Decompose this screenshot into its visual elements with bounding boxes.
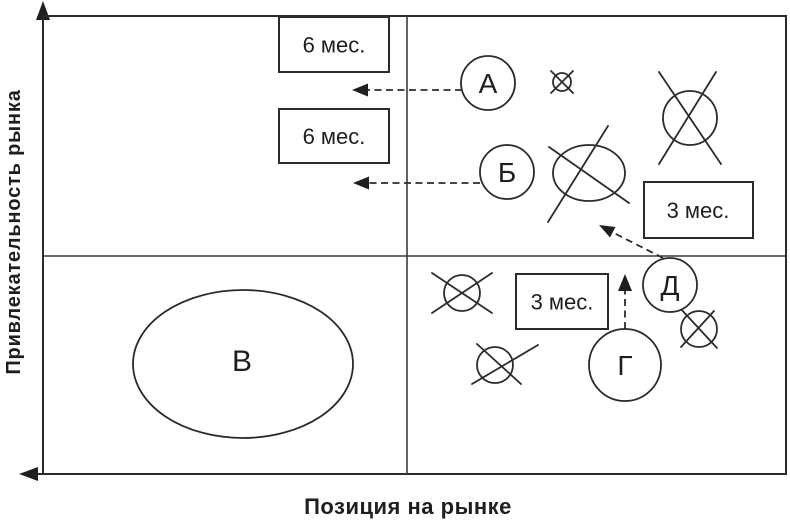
time-box-3m-bottom: 3 мес. [515,273,609,330]
unit-a: А [460,55,516,111]
unit-b: Б [479,144,535,200]
unit-g-label: Г [617,350,632,381]
dashed-arrow-from-a [352,83,462,97]
cross-stroke [431,272,493,314]
crossed-unit-circle [476,346,514,384]
time-box-6m-lower-rect [278,108,390,164]
x-axis-title: Позиция на рынке [304,494,512,519]
crossed-unit-large-topright [658,71,722,165]
time-box-3m-bottom-label: 3 мес. [531,290,594,315]
cross-stroke [548,146,630,204]
dashed-arrow-a-head-icon [352,83,368,97]
unit-a-label: А [479,68,498,99]
dashed-arrow-g-head-icon [618,274,632,291]
time-box-6m-upper-label: 6 мес. [303,33,366,58]
x-axis-arrow-left-icon [19,467,38,481]
dashed-arrow-from-b [353,176,480,190]
time-box-3m-bottom-rect [515,273,609,330]
unit-v: В [132,289,354,439]
dashed-arrow-from-d [599,225,664,259]
unit-d: Д [642,257,698,313]
cross-stroke [547,125,609,223]
time-box-3m-right-rect [643,181,754,239]
time-box-6m-lower: 6 мес. [278,108,390,164]
unit-g: Г [588,328,662,402]
unit-b-label: Б [498,157,516,188]
cross-stroke [680,310,715,348]
unit-d-circle [642,257,698,313]
cross-stroke [550,70,574,94]
cross-stroke [476,343,522,385]
cross-stroke [658,71,722,165]
time-box-3m-right: 3 мес. [643,181,754,239]
unit-v-ellipse [132,289,354,439]
unit-b-circle [479,144,535,200]
time-box-6m-upper: 6 мес. [278,16,390,73]
unit-a-circle [460,55,516,111]
dashed-arrow-from-g [618,274,632,329]
crossed-unit-bottomleft-of-quadrant [431,272,493,314]
crossed-unit-below-d [679,307,718,349]
time-box-3m-right-label: 3 мес. [667,198,730,223]
dashed-arrow-d-head-icon [599,225,616,238]
time-box-6m-lower-label: 6 мес. [303,124,366,149]
crossed-unit-ellipse-mid [547,125,630,223]
unit-g-circle [588,328,662,402]
crossed-unit-bottom-mid [471,343,539,385]
dashed-arrow-b-head-icon [353,176,369,190]
cross-stroke [471,344,539,385]
plot-border [42,15,787,475]
unit-d-label: Д [661,270,680,301]
time-box-6m-upper-rect [278,16,390,73]
crossed-unit-small-top [550,70,574,94]
dashed-arrow-d-line [609,230,664,259]
y-axis-title: Привлекательность рынка [3,89,25,374]
cross-stroke [658,71,717,165]
unit-v-label: В [232,345,252,378]
